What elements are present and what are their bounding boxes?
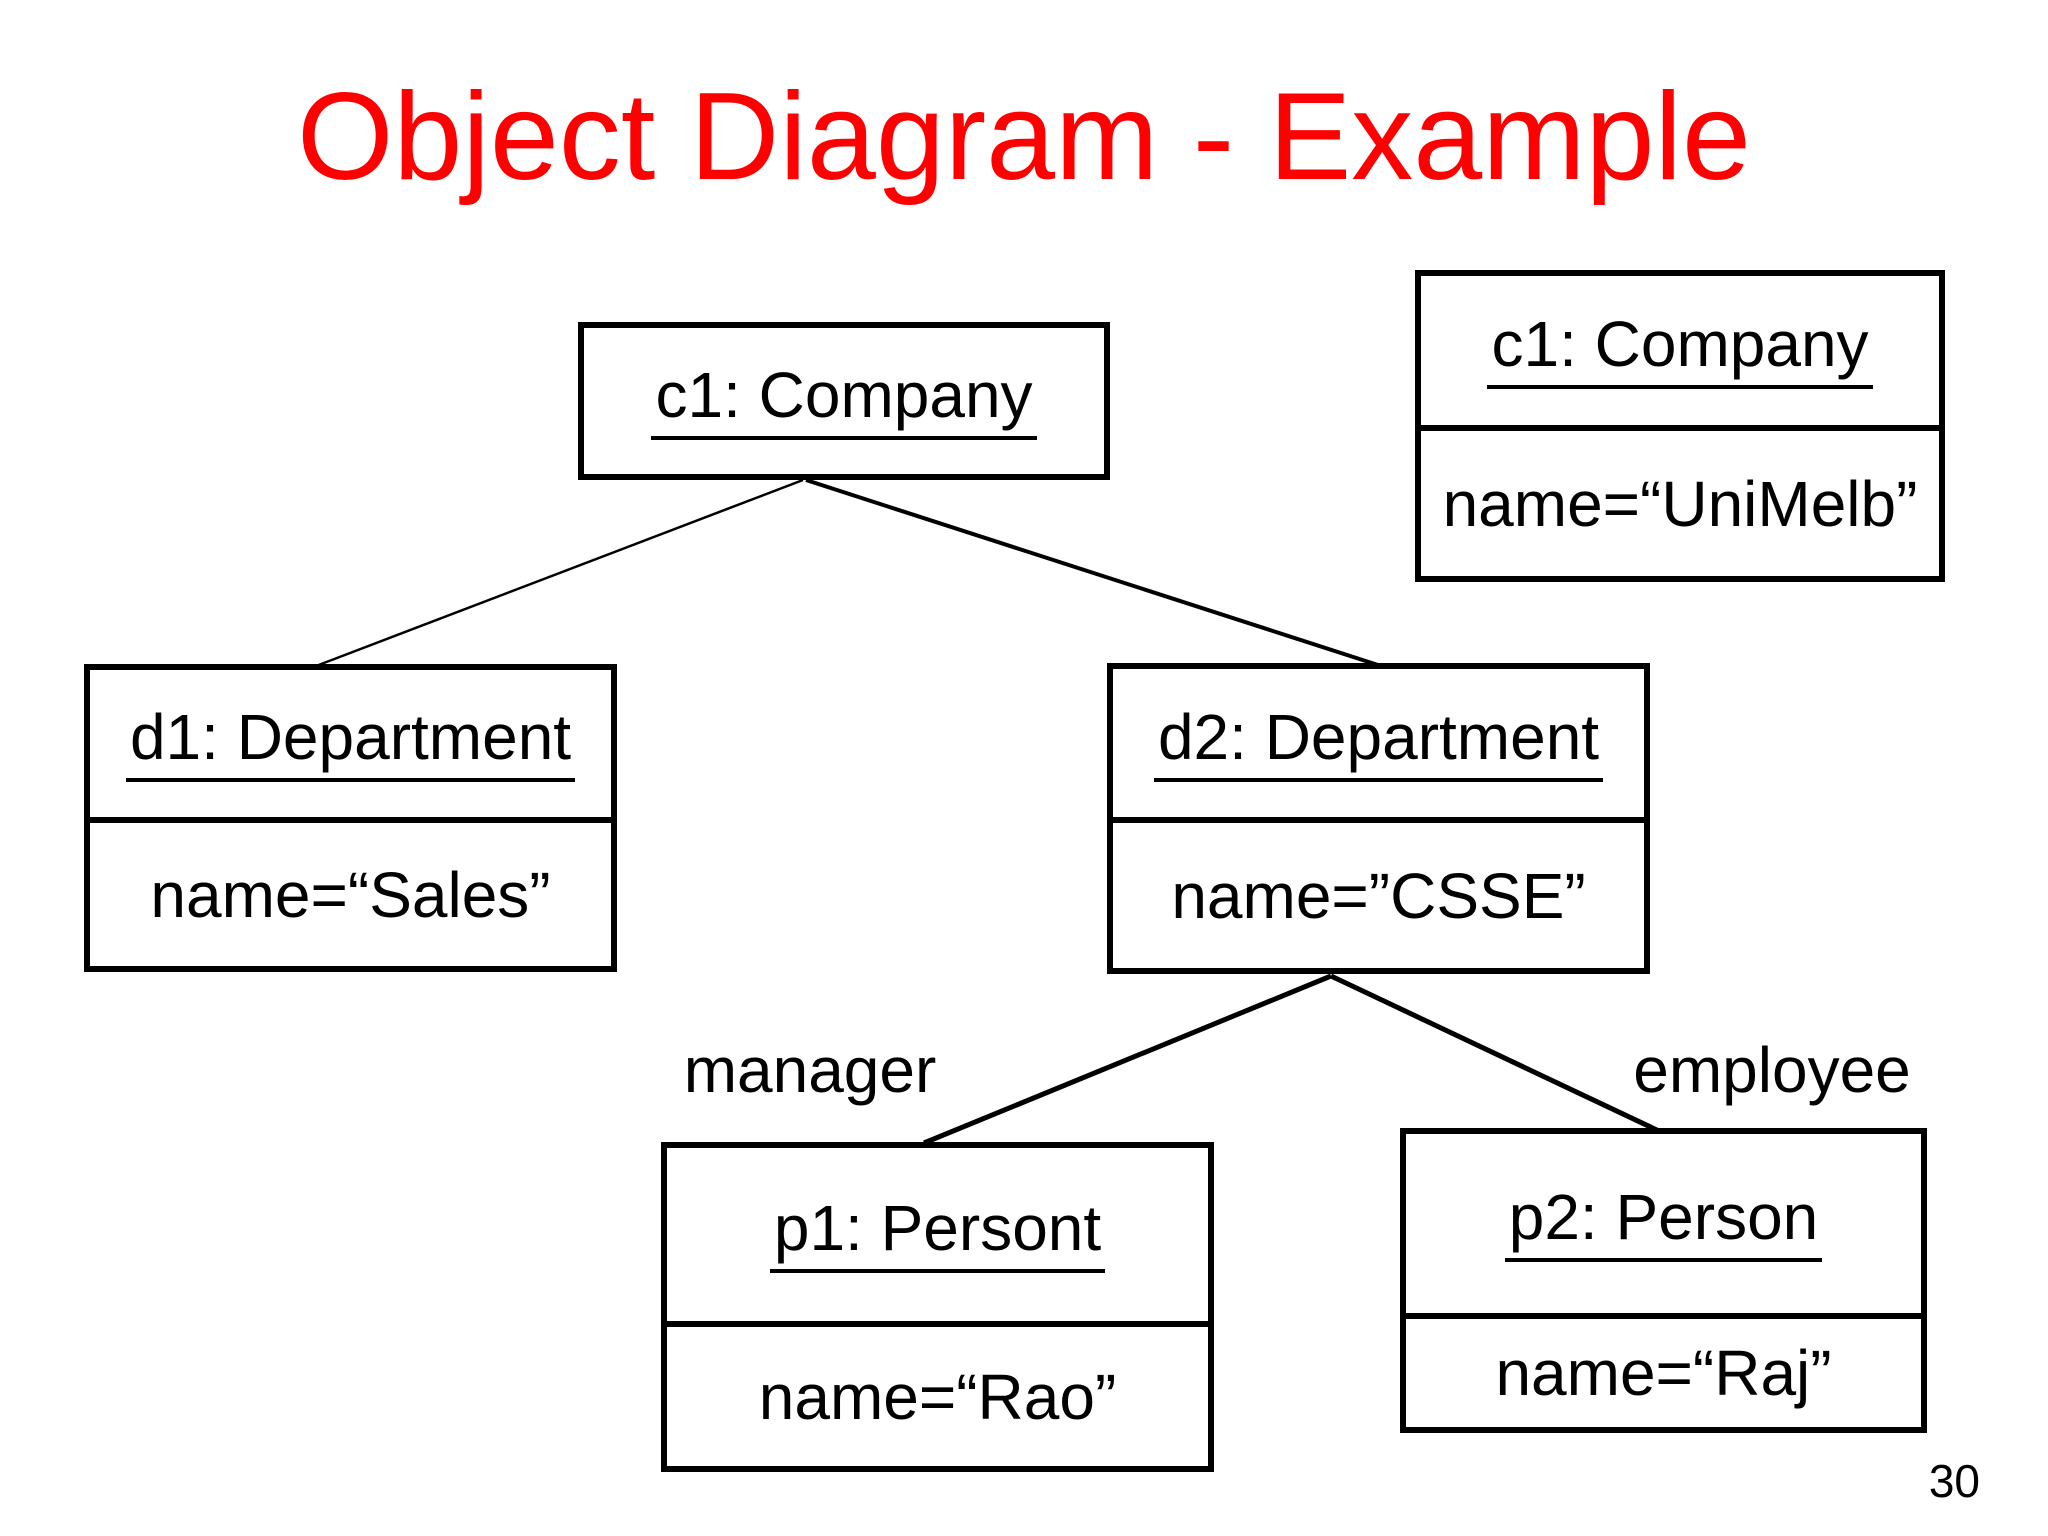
object-title-compartment: c1: Company xyxy=(1421,276,1939,425)
object-title-text: c1: Company xyxy=(1487,312,1873,389)
object-title-compartment: d1: Department xyxy=(90,670,611,817)
object-title-text: p1: Persont xyxy=(769,1196,1106,1273)
edge-label-manager: manager xyxy=(683,1034,937,1106)
object-attribute-compartment: name=”CSSE” xyxy=(1113,817,1644,968)
object-attribute-text: name=“Rao” xyxy=(758,1360,1117,1433)
object-box-p2: p2: Person name=“Raj” xyxy=(1400,1128,1927,1433)
object-title-text: d1: Department xyxy=(125,705,576,782)
object-attribute-text: name=”CSSE” xyxy=(1171,859,1586,932)
object-attribute-text: name=“Sales” xyxy=(150,858,551,931)
page-number: 30 xyxy=(1928,1455,1980,1507)
object-title-text: p2: Person xyxy=(1504,1185,1823,1262)
object-attribute-compartment: name=“UniMelb” xyxy=(1421,425,1939,576)
object-attribute-compartment: name=“Sales” xyxy=(90,817,611,966)
object-attribute-compartment: name=“Raj” xyxy=(1406,1313,1921,1427)
object-attribute-text: name=“UniMelb” xyxy=(1442,467,1918,540)
object-box-d1: d1: Department name=“Sales” xyxy=(84,664,617,972)
object-title-compartment: p2: Person xyxy=(1406,1134,1921,1313)
object-title-text: d2: Department xyxy=(1153,705,1604,782)
object-title-compartment: d2: Department xyxy=(1113,669,1644,817)
slide-title: Object Diagram - Example xyxy=(296,68,1752,206)
edge-d2-p1-manager xyxy=(923,973,1332,1146)
object-title-compartment: p1: Persont xyxy=(667,1148,1208,1321)
edge-d2-p2-employee xyxy=(1329,973,1661,1134)
object-box-c1-with-attribute: c1: Company name=“UniMelb” xyxy=(1415,270,1945,582)
object-title-text: c1: Company xyxy=(651,363,1037,440)
object-attribute-compartment: name=“Rao” xyxy=(667,1321,1208,1466)
edge-label-employee: employee xyxy=(1633,1034,1911,1106)
edge-c1-d2 xyxy=(805,478,1379,667)
object-box-p1: p1: Persont name=“Rao” xyxy=(661,1142,1214,1472)
object-box-c1: c1: Company xyxy=(578,322,1110,480)
object-box-d2: d2: Department name=”CSSE” xyxy=(1107,663,1650,974)
object-title-compartment: c1: Company xyxy=(584,328,1104,474)
object-attribute-text: name=“Raj” xyxy=(1495,1337,1832,1409)
edge-c1-d1 xyxy=(315,478,804,668)
